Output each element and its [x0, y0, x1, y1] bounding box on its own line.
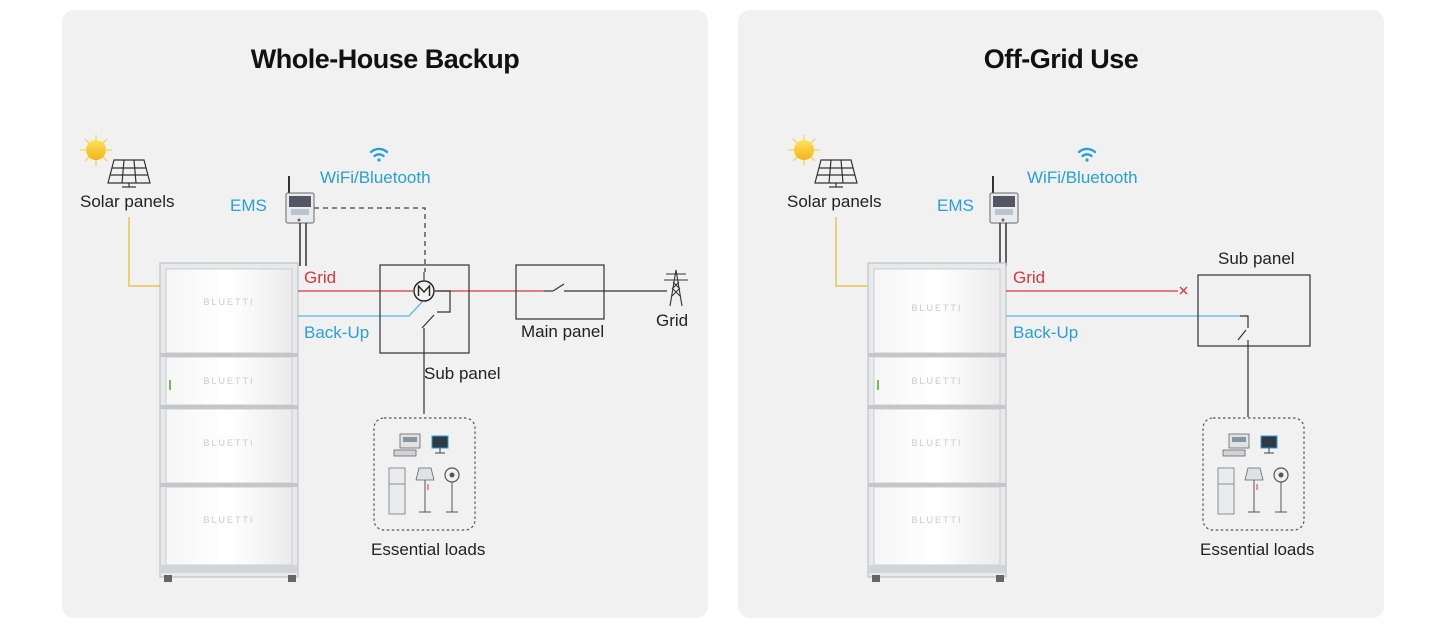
brand-logo-3: BLUETTI: [911, 438, 963, 448]
wifi-icon: [1077, 147, 1097, 162]
ems-controller-icon: [285, 176, 315, 224]
ems-label: EMS: [937, 196, 974, 215]
panel-title: Whole-House Backup: [250, 44, 520, 74]
appliances-icon: [388, 433, 460, 515]
essential-loads-label: Essential loads: [371, 540, 486, 559]
solar-panels-label: Solar panels: [787, 192, 882, 211]
sub-panel-box: [1197, 274, 1311, 347]
wifi-bluetooth-label: WiFi/Bluetooth: [320, 168, 431, 187]
off-grid-use-panel: Off-Grid Use Solar panels WiFi/Bluetooth…: [738, 10, 1384, 618]
wifi-bluetooth-label: WiFi/Bluetooth: [1027, 168, 1138, 187]
ems-label: EMS: [230, 196, 267, 215]
grid-line-label: Grid: [304, 268, 337, 287]
brand-logo-1: BLUETTI: [911, 303, 963, 313]
grid-line-label: Grid: [1013, 268, 1046, 287]
solar-panels-label: Solar panels: [80, 192, 175, 211]
panel-title: Off-Grid Use: [983, 44, 1139, 74]
main-panel-label: Main panel: [521, 322, 605, 341]
blocked-x-icon: [1179, 286, 1188, 295]
wifi-icon: [369, 147, 389, 162]
off-grid-use-diagram: [788, 135, 1311, 582]
sun-icon: [80, 135, 112, 166]
backup-line-label: Back-Up: [1013, 323, 1079, 342]
transmission-tower-icon: [664, 269, 688, 307]
brand-logo-2: BLUETTI: [203, 376, 255, 386]
solar-panel-icon: [814, 159, 858, 188]
sub-panel-label: Sub panel: [1218, 249, 1295, 268]
backup-line-label: Back-Up: [304, 323, 370, 342]
battery-stack: [159, 262, 299, 582]
battery-stack: [867, 262, 1007, 582]
motor-switch-icon: [413, 272, 435, 302]
sun-icon: [788, 135, 820, 166]
main-panel-box: [515, 264, 605, 320]
essential-loads-box: [373, 417, 476, 531]
sub-panel-label: Sub panel: [424, 364, 501, 383]
essential-loads-label: Essential loads: [1200, 540, 1315, 559]
brand-logo-4: BLUETTI: [911, 515, 963, 525]
brand-logo-2: BLUETTI: [911, 376, 963, 386]
essential-loads-box: [1202, 417, 1305, 531]
whole-house-backup-panel: Whole-House Backup Solar panels WiFi/Blu…: [62, 10, 708, 618]
brand-logo-1: BLUETTI: [203, 297, 255, 307]
solar-panel-icon: [107, 159, 151, 188]
ems-controller-icon: [989, 176, 1019, 224]
brand-logo-3: BLUETTI: [203, 438, 255, 448]
appliances-icon: [1217, 433, 1289, 515]
whole-house-backup-diagram: [80, 135, 688, 582]
brand-logo-4: BLUETTI: [203, 515, 255, 525]
grid-label: Grid: [656, 311, 689, 330]
